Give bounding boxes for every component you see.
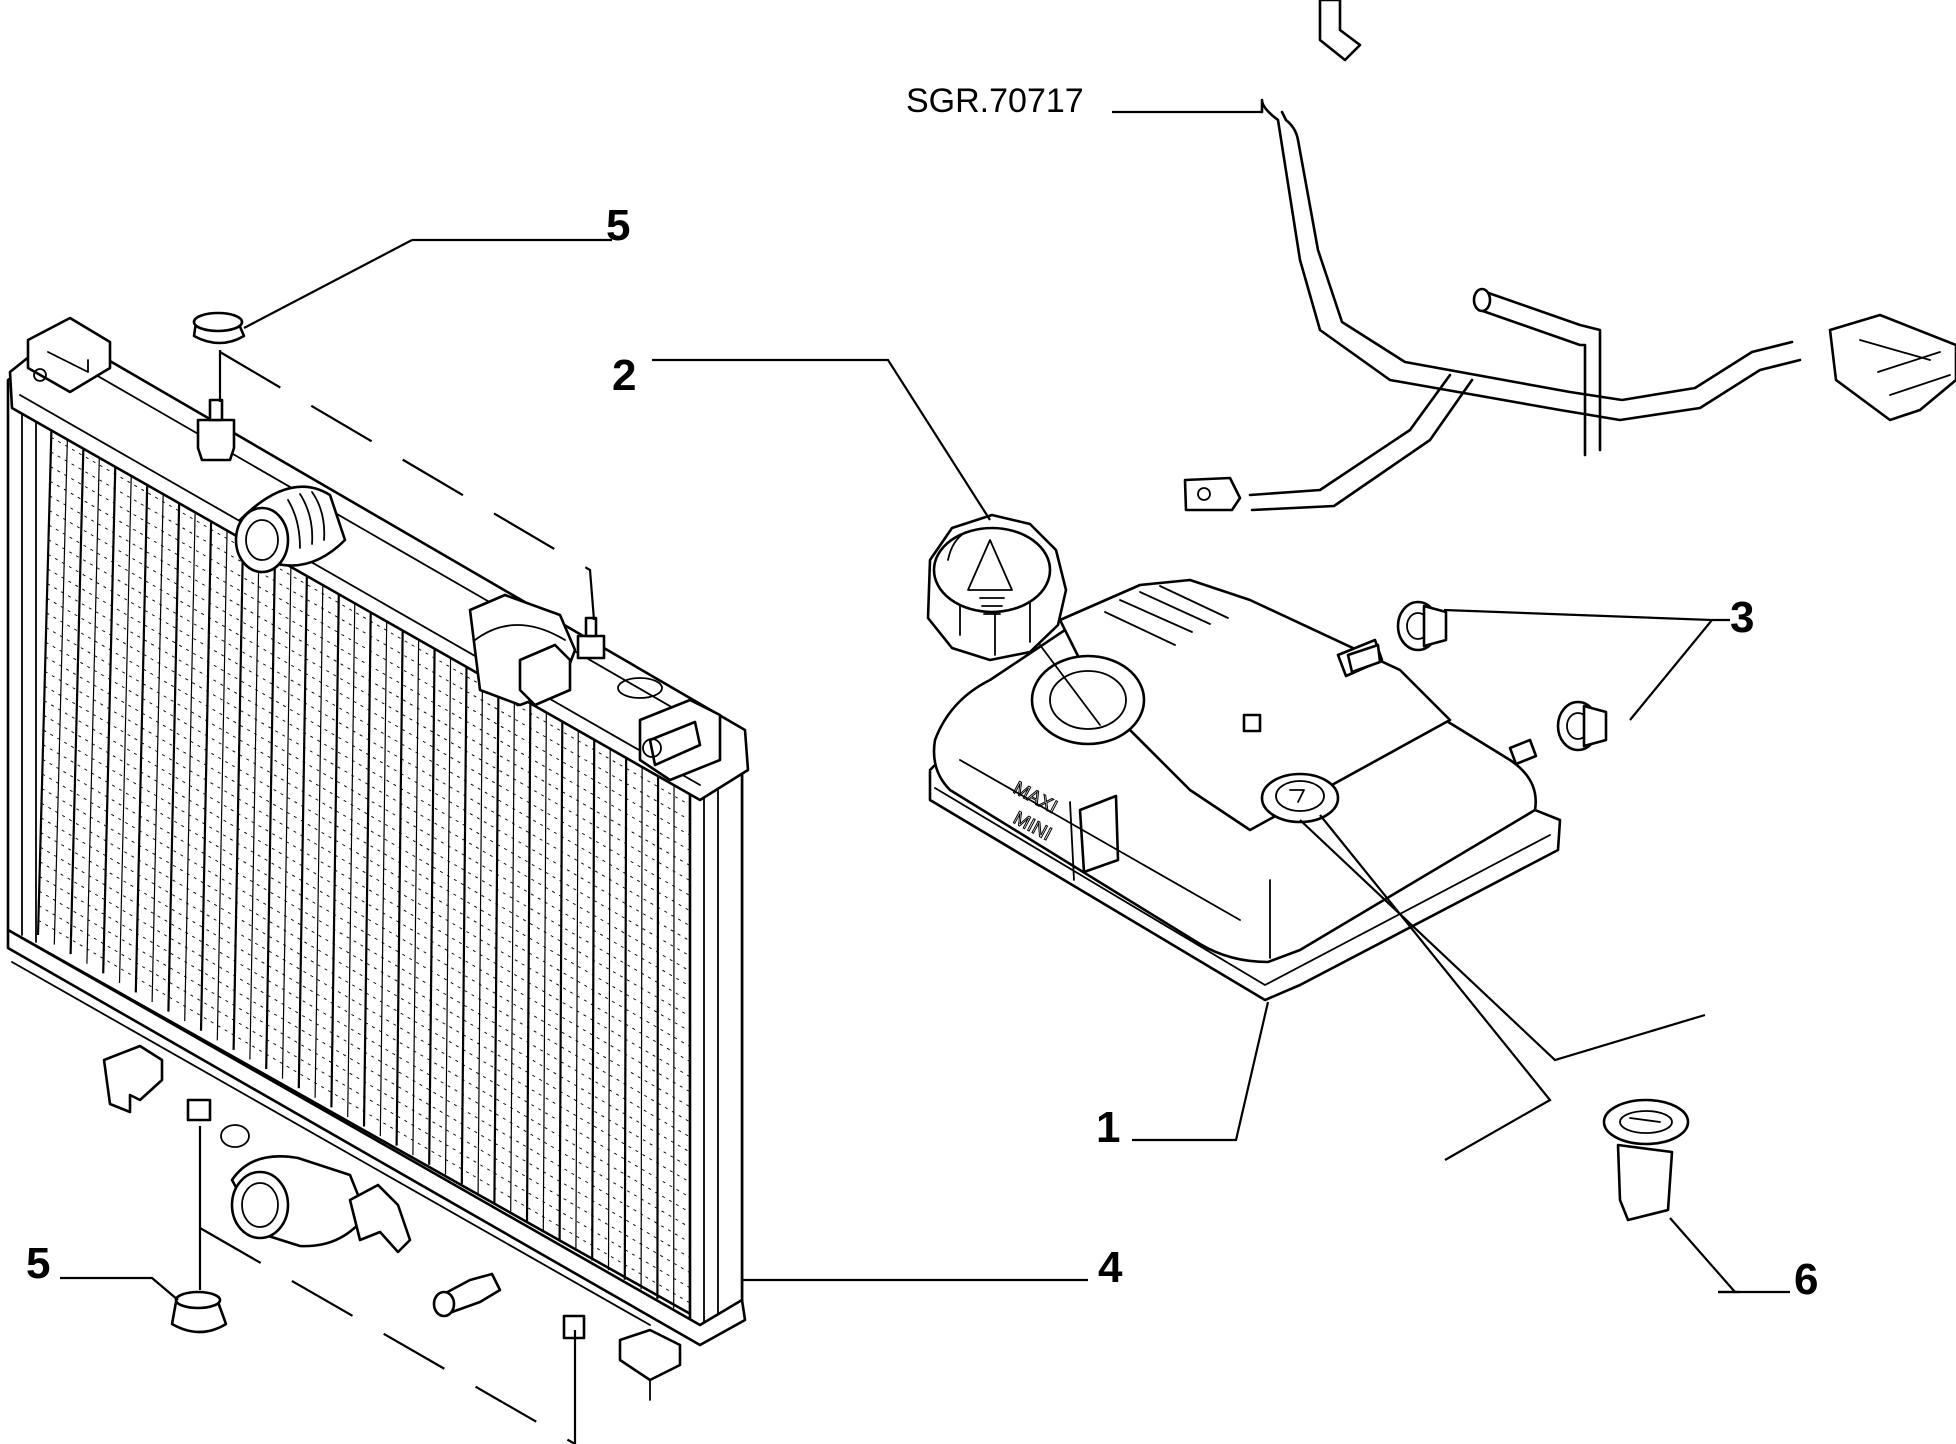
expansion-tank: MAXI MINI — [928, 578, 1562, 1002]
callout-2: 2 — [612, 351, 636, 400]
radiator — [6, 316, 750, 1401]
level-sensor-plug — [1602, 1098, 1690, 1222]
callout-6: 6 — [1794, 1255, 1818, 1304]
callout-3: 3 — [1730, 593, 1754, 642]
rubber-mount-bottom — [170, 1290, 228, 1334]
callout-4: 4 — [1098, 1243, 1123, 1292]
callout-5-top: 5 — [606, 201, 630, 250]
tank-fastener-lower — [1556, 700, 1608, 752]
reference-code-label: SGR.70717 — [906, 82, 1084, 120]
callout-5-bottom: 5 — [26, 1239, 50, 1288]
tank-fastener-upper — [1396, 600, 1448, 652]
filler-cap — [926, 513, 1068, 662]
rubber-mount-top — [192, 311, 246, 345]
callout-1: 1 — [1096, 1103, 1120, 1152]
mounting-bracket-tube — [1183, 0, 1956, 512]
radiator-fins — [36, 407, 692, 1318]
